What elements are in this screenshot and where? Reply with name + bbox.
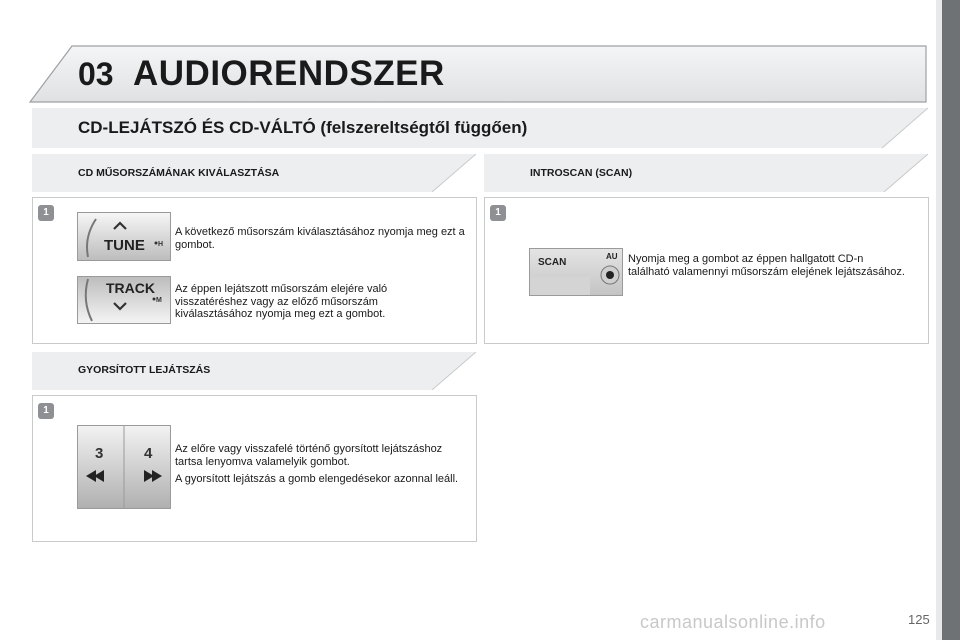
- fast-play-description: Az előre vagy visszafelé történő gyorsít…: [175, 443, 465, 491]
- page-number: 125: [908, 612, 930, 627]
- introscan-band: [484, 154, 928, 192]
- section-title: CD-LEJÁTSZÓ ÉS CD-VÁLTÓ (felszereltségtő…: [78, 118, 528, 137]
- chapter-header: 03 AUDIORENDSZER: [28, 44, 928, 106]
- key-4-label: 4: [144, 445, 153, 462]
- track-button-image: TRACK M: [77, 276, 171, 324]
- fast-play-desc-1: Az előre vagy visszafelé történő gyorsít…: [175, 443, 443, 468]
- rewind-icon: [86, 470, 104, 482]
- step-badge: 1: [38, 205, 54, 221]
- tune-description: A következő műsorszám kiválasztásához ny…: [175, 226, 465, 251]
- svg-text:H: H: [158, 241, 163, 248]
- step-badge: 1: [38, 403, 54, 419]
- fast-play-band: [32, 352, 476, 390]
- chapter-title: AUDIORENDSZER: [133, 54, 445, 93]
- seek-buttons-image: 3 4: [77, 425, 171, 509]
- chapter-sidebar: [942, 0, 960, 640]
- scan-description: Nyomja meg a gombot az éppen hallgatott …: [628, 253, 905, 278]
- watermark: carmanualsonline.info: [640, 612, 826, 632]
- fast-forward-icon: [144, 470, 162, 482]
- fast-play-desc-2: A gyorsított lejátszás a gomb elengedése…: [175, 473, 459, 485]
- track-select-band: [32, 154, 476, 192]
- section-band: [32, 106, 928, 150]
- track-description: Az éppen lejátszott műsorszám elejére va…: [175, 283, 388, 320]
- svg-text:M: M: [156, 297, 162, 304]
- page-edge-light: [936, 0, 942, 640]
- track-label: TRACK: [106, 280, 155, 296]
- svg-text:AU: AU: [606, 252, 618, 261]
- fast-play-heading: GYORSÍTOTT LEJÁTSZÁS: [78, 364, 211, 376]
- scan-button-image: SCAN AU: [529, 248, 623, 296]
- introscan-heading: INTROSCAN (SCAN): [530, 167, 633, 179]
- track-select-heading: CD MŰSORSZÁMÁNAK KIVÁLASZTÁSA: [78, 167, 280, 179]
- tune-button-image: H TUNE: [77, 212, 171, 261]
- key-3-label: 3: [95, 445, 103, 462]
- scan-label: SCAN: [538, 257, 566, 268]
- chapter-number: 03: [78, 56, 114, 92]
- tune-label: TUNE: [104, 237, 145, 254]
- step-badge: 1: [490, 205, 506, 221]
